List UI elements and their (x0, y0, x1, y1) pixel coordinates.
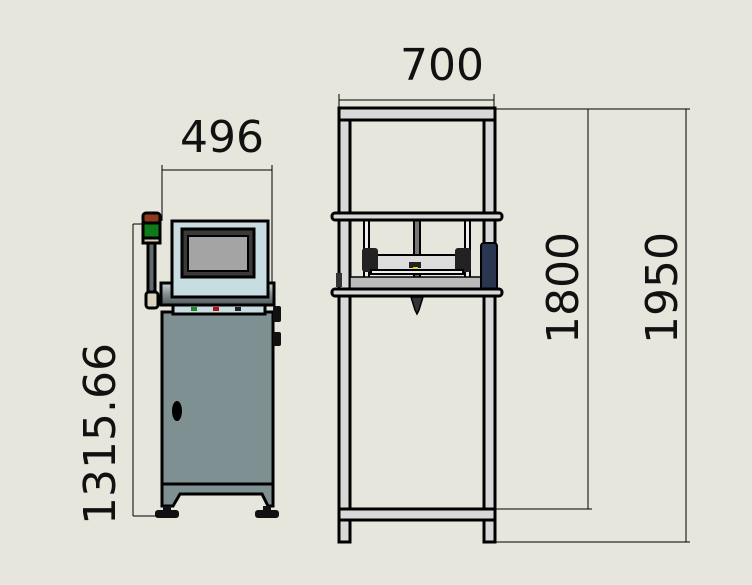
left-foot (155, 510, 179, 518)
dimension-label-1315-66: 1315.66 (75, 343, 126, 525)
cabinet-body (160, 310, 275, 489)
left-post (337, 106, 352, 544)
lower-crossbar (330, 287, 504, 298)
dimension-label-700: 700 (400, 40, 484, 91)
cabinet-base (160, 482, 275, 508)
dimension-1315-66: 1315.66 (75, 223, 158, 525)
green-button (191, 307, 197, 311)
control-cabinet (141, 211, 281, 518)
bottom-beam (337, 507, 497, 522)
black-button (235, 307, 241, 311)
dimension-700: 700 (338, 40, 495, 108)
dimension-1950: 1950 (495, 108, 690, 543)
right-foot (255, 510, 279, 518)
signal-tower-light (141, 211, 162, 310)
dimension-1800: 1800 (495, 108, 592, 510)
machine-frame (330, 106, 504, 544)
gantry-mechanism (336, 218, 498, 316)
side-knob (273, 306, 281, 322)
dimension-496: 496 (161, 112, 273, 283)
upper-crossbar (330, 211, 504, 222)
right-post (482, 106, 497, 544)
dimension-label-1950: 1950 (637, 232, 688, 344)
hmi-screen (187, 235, 249, 272)
dimension-label-1800: 1800 (538, 232, 589, 344)
door-handle (172, 401, 182, 421)
dimension-label-496: 496 (180, 112, 264, 163)
red-button (213, 307, 219, 311)
top-beam (337, 106, 497, 122)
